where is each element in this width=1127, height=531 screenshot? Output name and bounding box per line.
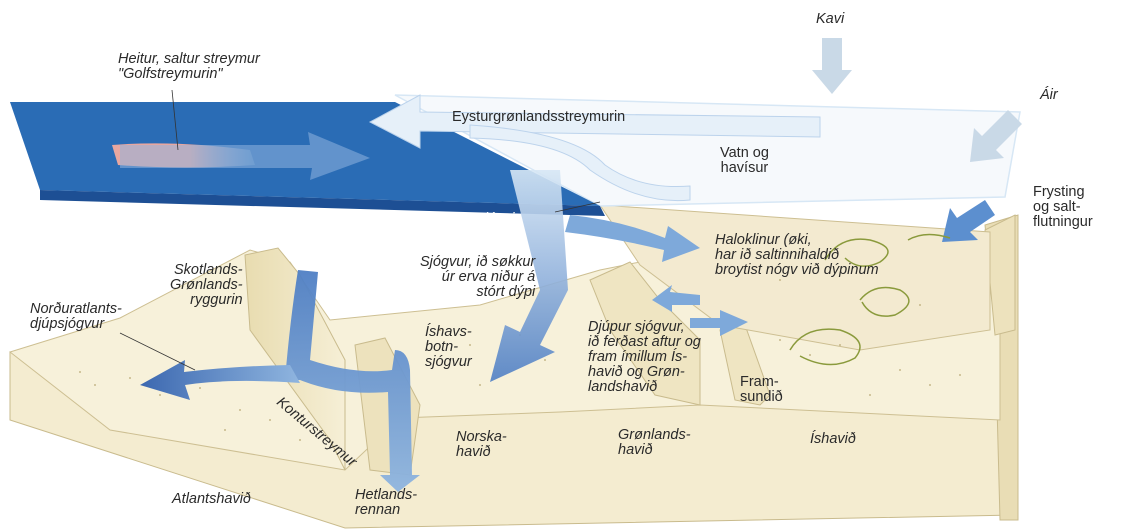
label-east-greenland-current: Eysturgrønlandsstreymurin [452,110,625,125]
label-arctic-bottom-water: Íshavs- botn- sjógvur [425,325,472,370]
label-ridge: Skotlands- Grønlands- ryggurin [170,263,243,308]
kavi-arrow [812,38,852,94]
label-faroe-shetland-channel: Hetlands- rennan [355,488,417,518]
label-kavi: Kavi [816,12,844,27]
label-warm-current: Heitur, saltur streymur "Golfstreymurin" [118,52,260,82]
label-atlantic-ocean: Atlantshavið [172,492,251,507]
label-freezing: Frysting og salt- flutningur [1033,185,1093,230]
label-greenland-sea: Grønlands- havið [618,428,691,458]
label-nadw: Norðuratlants- djúpsjógvur [30,302,122,332]
label-air: Áir [1040,88,1058,103]
label-halocline: Haloklinur (øki, har ið saltinnihaldið b… [715,233,879,278]
label-norwegian-sea: Norska- havið [456,430,507,460]
label-arctic-ocean: Íshavið [810,432,856,447]
label-atlantic-inflow: Innrák av Atlantssjógvi [370,212,515,227]
label-deep-water: Djúpur sjógvur, ið ferðast aftur og fram… [588,320,701,395]
label-fram-strait: Fram- sundið [740,375,783,405]
label-sinking-water: Sjógvur, ið søkkur úr erva niður á stórt… [420,255,535,300]
label-water-sea-ice: Vatn og havísur [720,146,769,176]
